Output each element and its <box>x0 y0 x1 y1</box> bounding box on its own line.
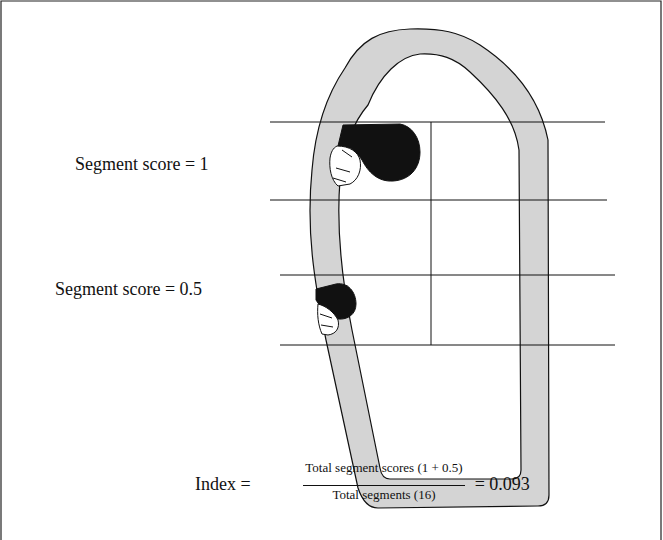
lesion-white <box>318 304 339 335</box>
wall-ring <box>310 29 549 508</box>
lesion-white <box>320 314 333 327</box>
fraction-denominator: Total segments (16) <box>332 488 435 503</box>
segment-divider <box>431 122 432 345</box>
segment-line <box>270 200 607 201</box>
formula-result: = 0.093 <box>475 474 530 495</box>
lesion-white <box>333 150 352 182</box>
formula-text: Index = <box>195 474 251 495</box>
segment-line <box>280 275 615 276</box>
fraction-bar <box>303 485 464 486</box>
segment-line <box>270 122 605 123</box>
fraction-numerator: Total segment scores (1 + 0.5) <box>305 461 462 476</box>
lesion-white <box>330 146 361 186</box>
segment-label: Segment score = 0.5 <box>55 279 202 300</box>
segment-label: Segment score = 1 <box>75 154 209 175</box>
segment-line <box>280 345 615 346</box>
